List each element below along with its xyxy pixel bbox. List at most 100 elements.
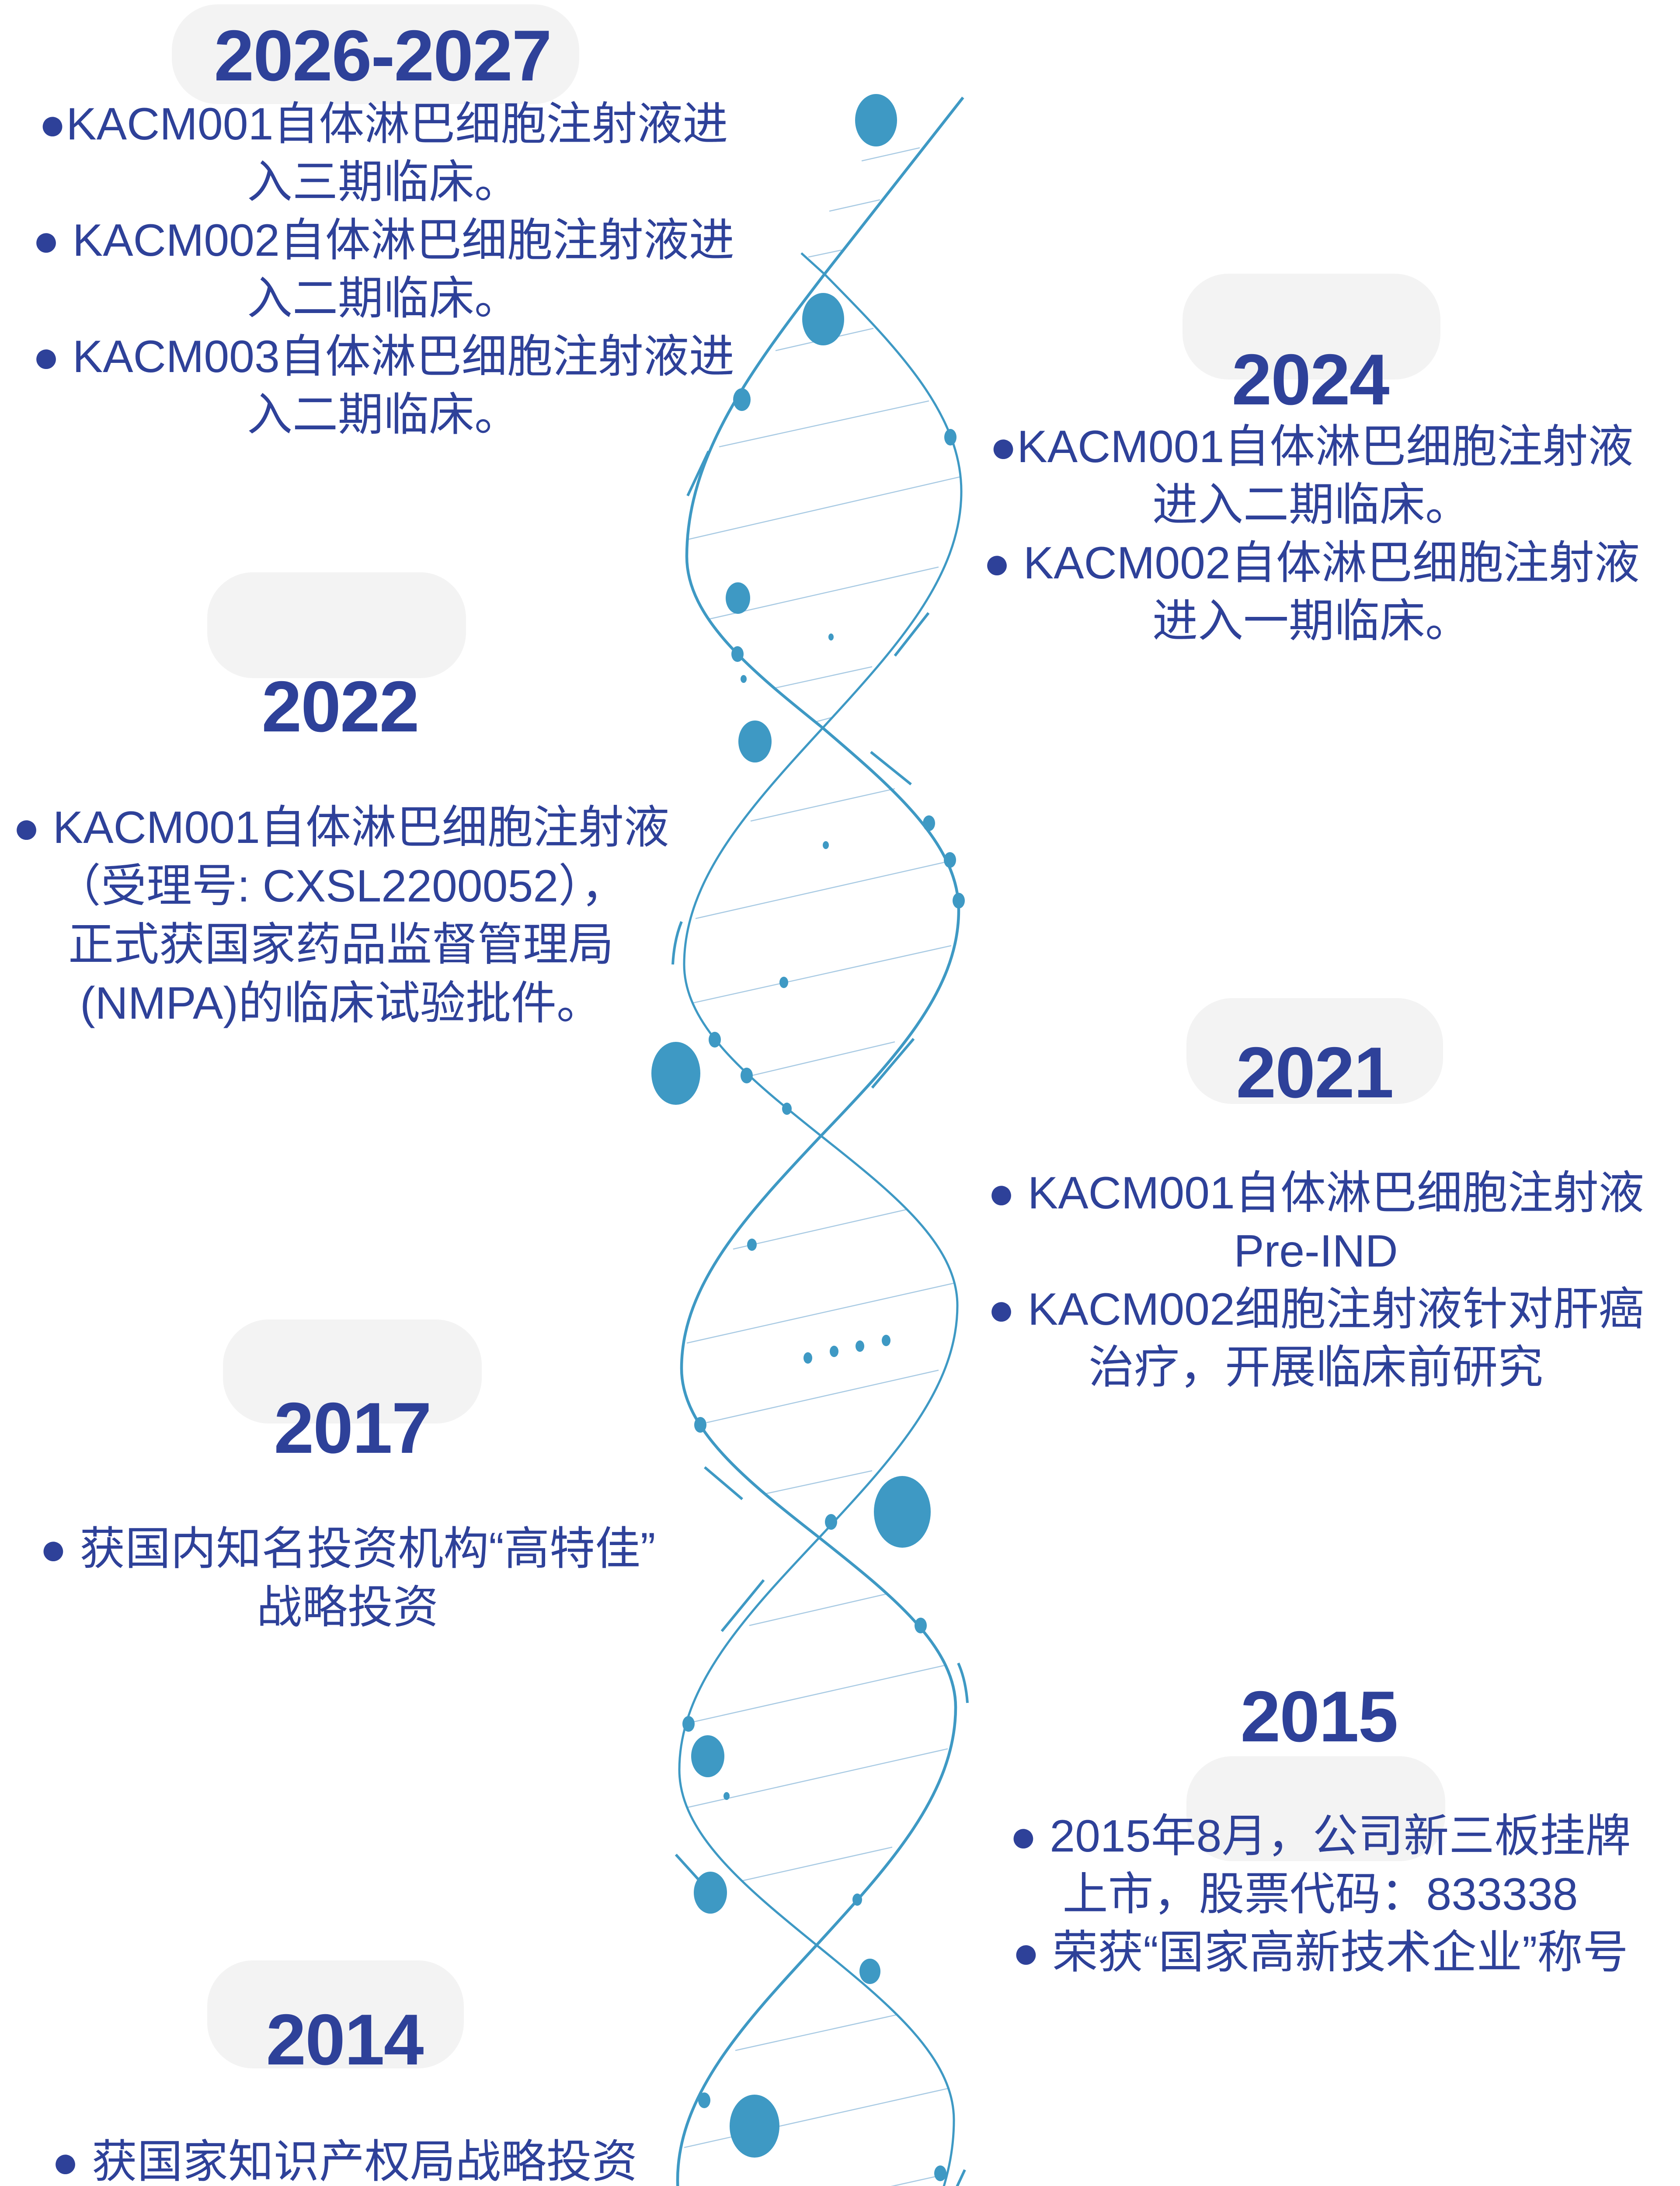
floating-dot [823, 841, 829, 849]
decorative-circle [691, 1735, 724, 1777]
year-pill-background-2024 [1183, 274, 1440, 379]
base-pair-rungs [684, 147, 960, 2186]
decorative-circle [738, 721, 772, 762]
helix-accent-arc [720, 1579, 765, 1632]
helix-node-dot [694, 1417, 706, 1433]
milestone-item: ●KACM001自体淋巴细胞注射液 进入二期临床。 [983, 418, 1640, 534]
milestone-text: 入二期临床。 [247, 273, 520, 324]
helix-node-dot [923, 815, 935, 831]
milestone-list: ● 获国内知名投资机构“高特佳” 战略投资 [40, 1520, 656, 1637]
helix-accent-arc [871, 1038, 915, 1089]
milestone-text: ●KACM001自体淋巴细胞注射液 [989, 421, 1634, 472]
decorative-circle [874, 1476, 931, 1548]
milestone-text: 上市，股票代码：833338 [1062, 1869, 1578, 1920]
milestone-item: ● KACM003自体淋巴细胞注射液进 入二期临床。 [32, 328, 734, 444]
milestone-text: ● 2015年8月，公司新三板挂牌 [1009, 1811, 1631, 1862]
helix-node-dot [852, 1894, 862, 1906]
floating-dot [828, 634, 834, 640]
helix-node-dot [915, 1618, 927, 1633]
milestone-text: ● KACM003自体淋巴细胞注射液进 [32, 331, 734, 382]
milestone-list: ● KACM001自体淋巴细胞注射液 Pre-IND ● KACM002细胞注射… [988, 1164, 1644, 1397]
base-pair-rung [733, 1208, 908, 1250]
floating-dot [803, 1352, 812, 1364]
helix-strand-secondary [678, 252, 963, 2186]
base-pair-rung [687, 1748, 948, 1808]
milestone-text: ● KACM001自体淋巴细胞注射液 [13, 802, 669, 853]
milestone-text: ● KACM002细胞注射液针对肝癌 [988, 1284, 1644, 1335]
helix-accent-arc [671, 921, 683, 965]
helix-node-dot [934, 2165, 946, 2181]
base-pair-rung [684, 2088, 948, 2148]
base-pair-rung [719, 400, 929, 448]
year-label: 2017 [274, 1388, 431, 1468]
floating-dot [856, 1340, 864, 1352]
base-pair-rung [764, 1470, 873, 1495]
milestone-text: 入二期临床。 [247, 390, 520, 440]
floating-dot [882, 1335, 890, 1346]
year-pill-background-2017 [223, 1319, 482, 1424]
milestone-list: ● KACM001自体淋巴细胞注射液 （受理号: CXSL2200052）， 正… [13, 798, 669, 1033]
milestone-list: ●KACM001自体淋巴细胞注射液进 入三期临床。 ● KACM002自体淋巴细… [32, 95, 734, 444]
helix-node-dot [953, 893, 965, 909]
decorative-circle [855, 94, 897, 146]
helix-node-dot [747, 1239, 757, 1251]
base-pair-rung [890, 2175, 941, 2186]
year-label: 2021 [1236, 1032, 1394, 1113]
helix-node-dot [698, 2092, 710, 2108]
base-pair-rung [750, 788, 895, 822]
year-pill-background-2014 [207, 1960, 464, 2068]
helix-node-dot [731, 646, 744, 662]
helix-accent-arc [686, 450, 710, 497]
milestone-item: ● 荣获“国家高新技术企业”称号 [1010, 1924, 1631, 1982]
milestone-list: ● 2015年8月，公司新三板挂牌 上市，股票代码：833338 ● 荣获“国家… [1010, 1807, 1631, 1982]
floating-dot [830, 1346, 838, 1357]
milestone-item: ● 2015年8月，公司新三板挂牌 上市，股票代码：833338 [1010, 1807, 1631, 1924]
milestone-item: ● KACM001自体淋巴细胞注射液 Pre-IND [988, 1164, 1644, 1281]
milestone-text: ●KACM001自体淋巴细胞注射液进 [38, 99, 728, 150]
helix-accent-arc [894, 612, 930, 657]
helix-node-dot [682, 1716, 695, 1732]
milestone-text: ● KACM002自体淋巴细胞注射液 [983, 538, 1640, 588]
helix-accent-arc [675, 1853, 703, 1884]
year-label: 2014 [266, 1999, 424, 2080]
milestone-text: 进入一期临床。 [1152, 596, 1471, 647]
year-label: 2026-2027 [214, 15, 552, 96]
milestone-list: ● 获国家知识产权局战略投资 ● 与中国医科院肿瘤医院合作， MTCA-CTL联… [21, 2133, 668, 2186]
helix-accent-arc [870, 751, 912, 786]
helix-node-dot [709, 1032, 721, 1048]
helix-node-dot [944, 852, 956, 868]
helix-node-dot [944, 429, 957, 446]
milestone-text: ● 获国家知识产权局战略投资 [52, 2137, 637, 2186]
milestone-text: ● 获国内知名投资机构“高特佳” [39, 1524, 656, 1574]
helix-circles [651, 94, 965, 2181]
base-pair-rung [692, 945, 952, 1004]
base-pair-rung [709, 566, 939, 620]
milestone-text: 进入二期临床。 [1152, 480, 1471, 530]
base-pair-rung [861, 147, 920, 162]
milestone-text: ● 荣获“国家高新技术企业”称号 [1012, 1927, 1628, 1978]
milestone-text: （受理号: CXSL2200052）， [55, 861, 627, 912]
milestone-item: ● KACM001自体淋巴细胞注射液 （受理号: CXSL2200052）， 正… [13, 798, 669, 1033]
milestone-text: ● KACM002自体淋巴细胞注射液进 [32, 215, 734, 266]
helix-node-dot [741, 1068, 753, 1083]
milestone-item: ●KACM001自体淋巴细胞注射液进 入三期临床。 [32, 95, 734, 212]
base-pair-rung [751, 1041, 895, 1076]
base-pair-rung [829, 199, 880, 212]
base-pair-rung [687, 476, 960, 540]
milestone-item: ● KACM002自体淋巴细胞注射液 进入一期临床。 [983, 534, 1640, 651]
year-pill-background-2022 [207, 572, 466, 678]
milestone-text: 正式获国家药品监督管理局 [68, 919, 614, 970]
helix-node-dot [779, 977, 788, 988]
decorative-circle [802, 293, 844, 345]
milestone-text: 入三期临床。 [247, 157, 520, 208]
milestone-item: ● KACM002自体淋巴细胞注射液进 入二期临床。 [32, 212, 734, 328]
base-pair-rung [808, 249, 842, 258]
helix-node-dot [733, 388, 751, 411]
base-pair-rung [695, 861, 946, 919]
milestone-text: (NMPA)的临床试验批件。 [80, 978, 602, 1029]
helix-node-dot [782, 1103, 792, 1115]
helix-node-dot [825, 1514, 837, 1530]
helix-accent-arc [704, 1466, 743, 1500]
